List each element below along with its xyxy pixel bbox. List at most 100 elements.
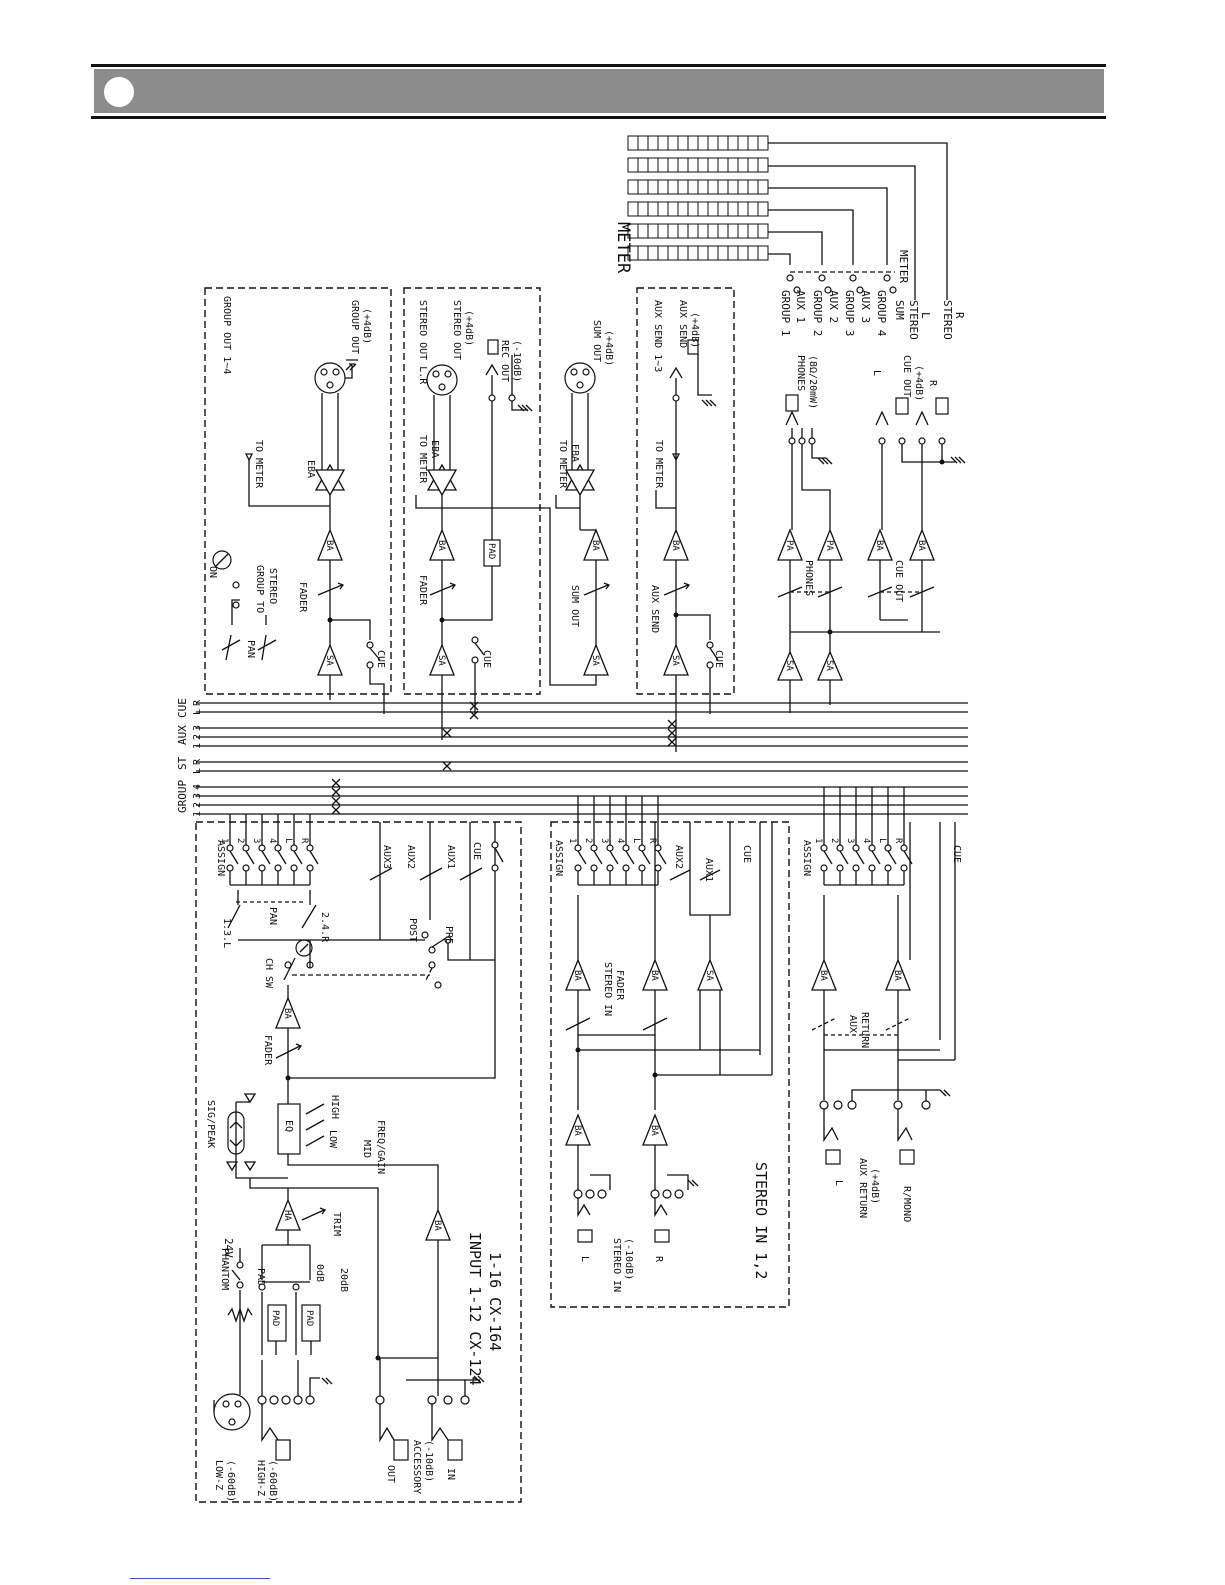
- sum-out-fader-label: SUM OUT: [569, 585, 580, 627]
- high-z-label-2: (-60dB): [267, 1460, 278, 1502]
- assign-switch-number: 3: [845, 838, 855, 843]
- bus-label-group: GROUP: [176, 780, 189, 813]
- group-out-to-stereo-1: GROUP TO: [254, 565, 265, 613]
- phones-pa-label-2: PA: [824, 540, 834, 551]
- accessory-ba-label: BA: [432, 1220, 442, 1231]
- input-pad-box-label-2: PAD: [304, 1310, 314, 1326]
- aux-send-box: [636, 287, 735, 695]
- meter-segment: [667, 223, 679, 239]
- bus-label-aux: AUX: [176, 725, 189, 745]
- cue-out-ba-label-2: BA: [916, 540, 926, 551]
- input-fader-label: FADER: [262, 1035, 273, 1066]
- meter-segment: [727, 201, 739, 217]
- input-pad-box-1: [267, 1304, 287, 1342]
- aux-return-assign-label: ASSIGN: [801, 840, 812, 876]
- accessory-label-2: (-10dB): [423, 1440, 434, 1482]
- input-aux2-label: AUX2: [405, 845, 416, 869]
- meter-segment: [727, 135, 739, 151]
- input-ha-label: HA: [282, 1210, 292, 1221]
- input-pad-label: PAD: [255, 1268, 266, 1286]
- assign-switch-lever: [245, 814, 255, 885]
- meter-segment: [687, 135, 699, 151]
- assign-switch-lever: [887, 787, 897, 885]
- aux-send-sa-label: SA: [670, 655, 680, 666]
- meter-segment: [677, 245, 689, 261]
- phones-label-1: PHONES: [795, 355, 806, 391]
- meter-segment: [747, 223, 759, 239]
- stereo-in-sa-label: SA: [704, 970, 714, 981]
- stereo-in-sa-amp: [697, 958, 723, 991]
- assign-switch-contact: [836, 844, 844, 852]
- meter-segment: [687, 201, 699, 217]
- stereo-out-cue-label: CUE: [481, 650, 492, 668]
- stereo-in-input-ba-label-2: BA: [649, 1125, 659, 1136]
- bus-label-cue: CUE: [176, 698, 189, 718]
- meter-segment: [757, 135, 769, 151]
- stereo-out-label-1: STEREO OUT: [451, 300, 462, 360]
- stereo-out-pad-label: PAD: [486, 543, 496, 559]
- meter-segment: [667, 201, 679, 217]
- meter-title: METER: [613, 222, 633, 274]
- assign-switch-number: 1: [219, 838, 229, 843]
- meter-segment: [657, 245, 669, 261]
- meter-segment: [687, 245, 699, 261]
- meter-segment: [657, 201, 669, 217]
- meter-segment: [717, 201, 729, 217]
- assign-switch-lever: [823, 787, 833, 885]
- meter-segment: [757, 223, 769, 239]
- meter-segment: [667, 157, 679, 173]
- meter-selector-label: GROUP 2: [811, 290, 824, 336]
- meter-segment: [677, 135, 689, 151]
- cue-out-label-1: CUE OUT: [901, 355, 912, 397]
- assign-switch-lever: [277, 814, 287, 885]
- bus-label-st: ST: [176, 756, 189, 770]
- group-out-label-1: GROUP OUT: [349, 300, 360, 354]
- input-pre-label: PRE: [443, 926, 454, 944]
- assign-switch-contact: [868, 864, 876, 872]
- cue-out-label-2: (+4dB): [913, 365, 924, 401]
- meter-segment: [687, 223, 699, 239]
- group-out-label-2: (+4dB): [361, 308, 372, 344]
- meter-selector-switches: [786, 274, 897, 294]
- meter-segment: [637, 201, 649, 217]
- meter-segment: [727, 223, 739, 239]
- stereo-out-label-2: (+4dB): [463, 310, 474, 346]
- aux-return-jack-1: AUX RETURN: [857, 1158, 868, 1218]
- stereo-out-section: STEREO OUT L.R STEREO OUT (+4dB) REC OUT…: [415, 300, 583, 740]
- assign-switch-contact: [574, 864, 582, 872]
- assign-switch-lever: [293, 814, 303, 885]
- sum-out-eba-label: EBA: [569, 444, 580, 462]
- meter-selector-label: AUX 1: [794, 290, 807, 323]
- assign-switch-lever: [309, 814, 319, 885]
- aux-return-l-label: L: [833, 1180, 844, 1186]
- cue-out-l-label: L: [871, 370, 882, 376]
- assign-switch-contact: [274, 844, 282, 852]
- meter-segment: [697, 201, 709, 217]
- bus-cross-marks: [331, 701, 677, 815]
- input-eq-box: [277, 1103, 301, 1155]
- sum-out-sa-label: SA: [590, 655, 600, 666]
- input-eq-label: EQ: [283, 1120, 294, 1132]
- sum-out-section: SUM OUT (+4dB) EBA TO METER BA SUM OUT S…: [555, 320, 614, 686]
- meter-wires: [768, 142, 948, 300]
- assign-switch-number: 2: [829, 838, 839, 843]
- meter-segment: [647, 245, 659, 261]
- group-out-fader-label: FADER: [297, 582, 308, 613]
- input-aux1-label: AUX1: [445, 845, 456, 869]
- assign-switch-lever: [871, 787, 881, 885]
- aux-return-level-1: AUX: [847, 1015, 858, 1033]
- assign-switch-contact: [242, 864, 250, 872]
- meter-segment: [747, 201, 759, 217]
- assign-switch-contact: [820, 844, 828, 852]
- meter-segment: [637, 245, 649, 261]
- meter-segment: [667, 245, 679, 261]
- meter-selector-label: METER: [897, 250, 910, 283]
- header-bullet: [104, 77, 134, 107]
- group-out-ba-label: BA: [324, 540, 334, 551]
- input-pan-label: PAN: [267, 907, 278, 925]
